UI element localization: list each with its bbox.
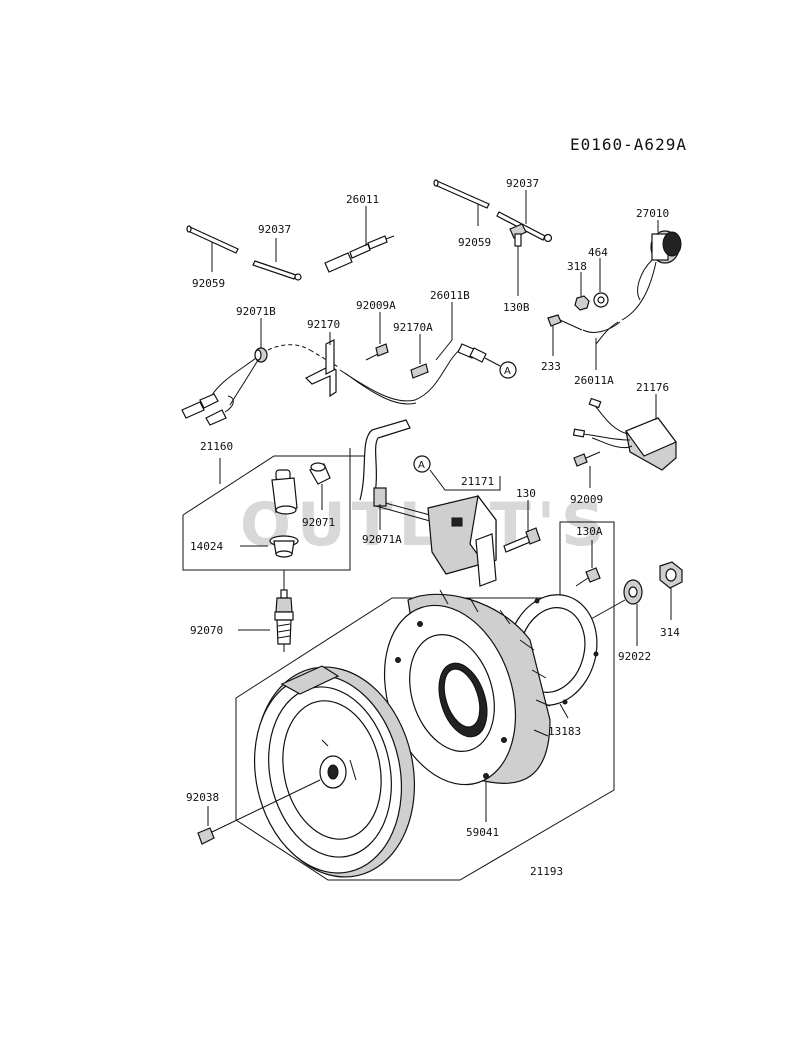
connector-26011-icon: [324, 235, 395, 273]
rod-92059-left-icon: [186, 225, 239, 254]
screw-92009-icon: [573, 451, 601, 467]
label-21176: 21176: [636, 381, 669, 394]
watermark: OUTLET'S: [240, 490, 610, 560]
label-21171: 21171: [461, 475, 494, 488]
boot-92071-icon: [309, 462, 331, 485]
label-92009: 92009: [570, 493, 603, 506]
bolt-233-icon: [547, 314, 583, 331]
coil-21171-icon: [427, 494, 497, 587]
label-92071: 92071: [302, 516, 335, 529]
plug-cap-icon: [271, 469, 298, 515]
rod-92059-right-icon: [433, 179, 490, 209]
label-26011: 26011: [346, 193, 379, 206]
plug-pair-icon: [181, 393, 234, 426]
label-26011B: 26011B: [430, 289, 470, 302]
label-92170: 92170: [307, 318, 340, 331]
label-92037-right: 92037: [506, 177, 539, 190]
label-92037-left: 92037: [258, 223, 291, 236]
key-92038-icon: [197, 827, 215, 845]
grommet-14024-icon: [269, 535, 299, 558]
washer-92022-icon: [623, 579, 643, 605]
clip-92170A-icon: [410, 363, 429, 379]
grommet-92071B-icon: [254, 347, 268, 363]
label-92059-left: 92059: [192, 277, 225, 290]
label-21193: 21193: [530, 865, 563, 878]
screw-92009A-icon: [365, 343, 389, 361]
callout-a-coil: [413, 455, 431, 473]
connector-26011B-icon: [457, 343, 501, 367]
callout-a-top: [499, 361, 517, 379]
label-13183: 13183: [548, 725, 581, 738]
label-27010: 27010: [636, 207, 669, 220]
label-464: 464: [588, 246, 608, 259]
callout-a-coil-letter: A: [418, 460, 425, 471]
label-92009A: 92009A: [356, 299, 396, 312]
label-233: 233: [541, 360, 561, 373]
spark-plug-92070-icon: [274, 589, 294, 652]
pin-92037-right-icon: [496, 211, 553, 243]
label-130B: 130B: [503, 301, 530, 314]
label-130: 130: [516, 487, 536, 500]
label-92022: 92022: [618, 650, 651, 663]
label-92038: 92038: [186, 791, 219, 804]
label-318: 318: [567, 260, 587, 273]
fan-59041-icon: [383, 589, 551, 786]
solenoid-27010-icon: [595, 230, 682, 345]
label-59041: 59041: [466, 826, 499, 839]
label-92170A: 92170A: [393, 321, 433, 334]
module-21176-icon: [572, 397, 677, 471]
flywheel-21193-icon: [253, 665, 416, 878]
label-21160: 21160: [200, 440, 233, 453]
boot-92071A-icon: [373, 487, 387, 507]
nut-318-icon: [574, 295, 590, 311]
pin-92037-left-icon: [252, 260, 302, 281]
nut-314-icon: [659, 561, 683, 589]
bolt-130B-icon: [509, 223, 527, 247]
label-314: 314: [660, 626, 680, 639]
bracket-92170-icon: [304, 339, 337, 398]
label-92071B: 92071B: [236, 305, 276, 318]
label-92059-right: 92059: [458, 236, 491, 249]
label-26011A: 26011A: [574, 374, 614, 387]
bolt-130A-icon: [575, 567, 601, 587]
lock-washer-464-icon: [593, 292, 609, 308]
label-14024: 14024: [190, 540, 223, 553]
label-92070: 92070: [190, 624, 223, 637]
diagram-code: E0160-A629A: [570, 135, 687, 154]
label-92071A: 92071A: [362, 533, 402, 546]
bolt-130-icon: [503, 527, 541, 553]
label-130A: 130A: [576, 525, 603, 538]
callout-a-top-letter: A: [504, 366, 511, 377]
